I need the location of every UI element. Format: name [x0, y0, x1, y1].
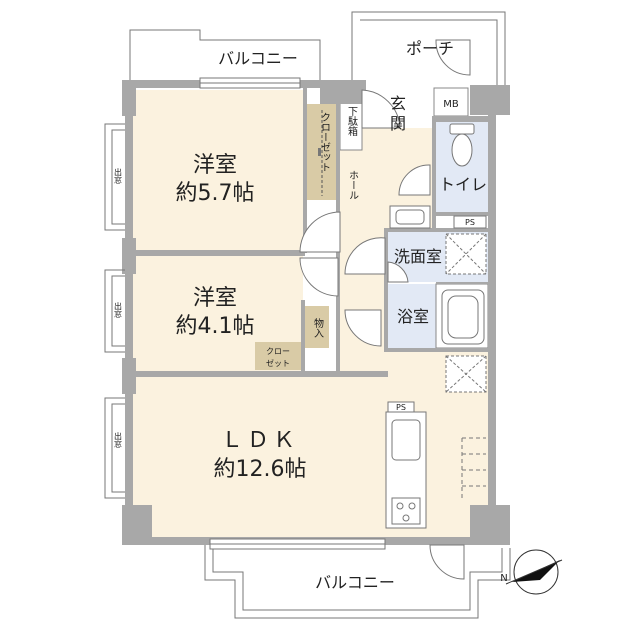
western-room-2-name: 洋室: [193, 286, 237, 311]
hall-label: ホール: [347, 170, 359, 200]
ps-label-2: PS: [396, 403, 406, 412]
washer-space: [445, 233, 487, 275]
storage-label: 物入: [312, 317, 324, 338]
closet-1-label: クローゼット: [319, 112, 331, 172]
bathroom-floor: [388, 284, 436, 348]
washroom-label: 洗面室: [394, 247, 442, 266]
western-room-1-name: 洋室: [193, 153, 237, 178]
storage-floor: [305, 306, 329, 348]
shoe-box-label: 下駄箱: [346, 106, 358, 137]
bathtub: [441, 289, 485, 345]
ldk-name: ＬＤＫ: [221, 428, 299, 453]
bay-window-2-label: 出窓: [114, 301, 123, 318]
kitchen-counter: [385, 411, 427, 529]
ps-label-1: PS: [465, 218, 475, 227]
kitchen-cabinet-dashes: [461, 437, 486, 500]
balcony-top-label: バルコニー: [218, 49, 298, 68]
closet-2-floor: [255, 342, 301, 370]
closet-2-label-line2: ゼット: [266, 358, 290, 368]
bay-window-1: [104, 123, 125, 231]
bay-window-3-label: 出窓: [114, 431, 123, 448]
entrance-label-1: 玄: [390, 94, 406, 113]
ldk-floor: [133, 377, 488, 539]
windows: [199, 77, 386, 550]
fridge-space: [445, 355, 487, 393]
toilet-label: トイレ: [439, 175, 487, 194]
bay-window-1-label: 出窓: [114, 167, 123, 184]
compass-label: N: [500, 573, 507, 584]
washbasin: [389, 205, 431, 229]
western-room-2-size: 約4.1帖: [176, 314, 255, 339]
entrance-label-2: 関: [390, 114, 406, 133]
balcony-bottom-label: バルコニー: [315, 573, 395, 592]
toilet-fixture: [449, 123, 475, 167]
balcony-top-outline: [129, 29, 321, 82]
ps-boxes: [387, 215, 487, 413]
western-room-1-size: 約5.7帖: [176, 181, 255, 206]
closet-1-floor: [307, 104, 339, 200]
bay-window-3: [104, 397, 125, 499]
closet-2-label-line1: クロー: [266, 347, 290, 356]
balcony-bottom-outline: [204, 543, 511, 619]
doors: [299, 39, 471, 580]
porch-outline: [351, 11, 506, 90]
ldk-size: 約12.6帖: [214, 457, 307, 482]
porch-label: ポーチ: [406, 39, 454, 58]
north-compass-icon: [505, 549, 563, 595]
bay-window-2: [104, 269, 125, 353]
western-room-1-floor: [133, 90, 305, 250]
closet-rod: [318, 110, 323, 196]
mb-label: MB: [443, 99, 459, 110]
bathroom-label: 浴室: [397, 307, 429, 326]
